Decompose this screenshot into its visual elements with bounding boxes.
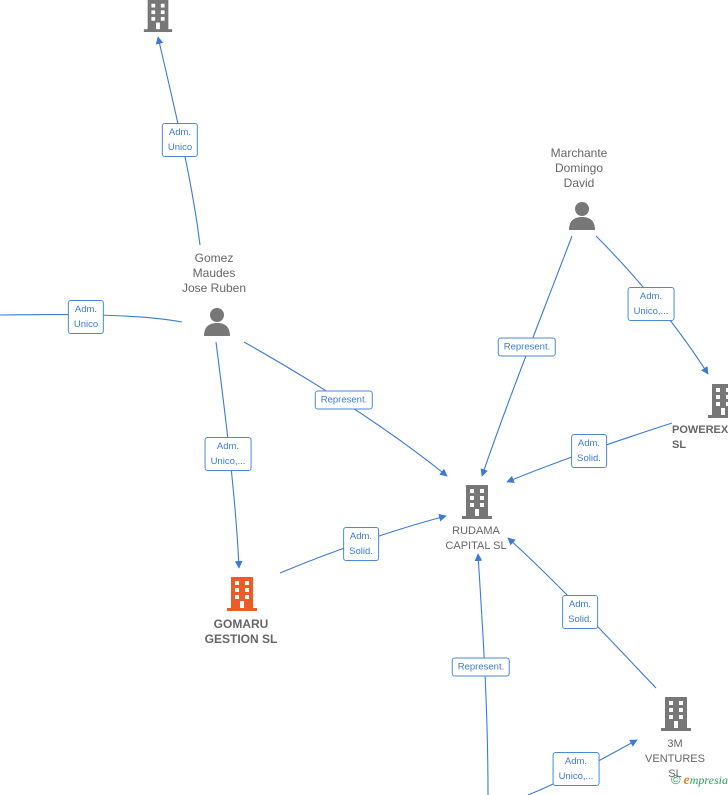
relation-label-powerex-rudama[interactable]: Adm. Solid. [571,434,607,468]
relation-label-bottom-rudama[interactable]: Represent. [451,657,511,677]
edge-marchante-rudama [480,235,573,477]
brand-name: mpresia [689,773,728,787]
person-icon[interactable] [569,202,595,230]
node-label-rudama[interactable]: RUDAMA CAPITAL SL [445,525,507,552]
node-label-marchante[interactable]: Marchante Domingo David [550,146,608,190]
relation-label-marchante-rudama[interactable]: Represent. [497,337,557,357]
brand-watermark: © empresia [671,772,728,789]
building-icon[interactable] [227,577,257,611]
relation-label-bottom-ventures[interactable]: Adm. Unico,... [552,752,600,786]
building-icon[interactable] [462,485,492,519]
relation-label-marchante-powerex[interactable]: Adm. Unico,... [627,287,675,321]
relation-label-left[interactable]: Adm. Unico [67,300,105,334]
copyright-icon: © [670,772,681,787]
relation-label-gomaru-rudama[interactable]: Adm. Solid. [343,527,379,561]
node-label-ventures[interactable]: 3M VENTURES SL [645,738,705,780]
person-icon[interactable] [204,308,230,336]
building-icon[interactable] [708,384,728,418]
building-icon[interactable] [143,0,173,32]
node-label-powerex[interactable]: POWEREX SL [672,424,728,451]
relation-label-top[interactable]: Adm. Unico [161,123,199,157]
node-label-gomaru[interactable]: GOMARU GESTION SL [204,617,278,646]
relation-label-ventures-rudama[interactable]: Adm. Solid. [562,595,598,629]
node-label-gomez[interactable]: Gomez Maudes Jose Ruben [181,251,247,295]
relation-label-gomez-gomaru[interactable]: Adm. Unico,... [204,437,252,471]
building-icon[interactable] [661,697,691,731]
relation-label-gomez-rudama[interactable]: Represent. [314,390,374,410]
brand-initial: e [683,773,690,788]
